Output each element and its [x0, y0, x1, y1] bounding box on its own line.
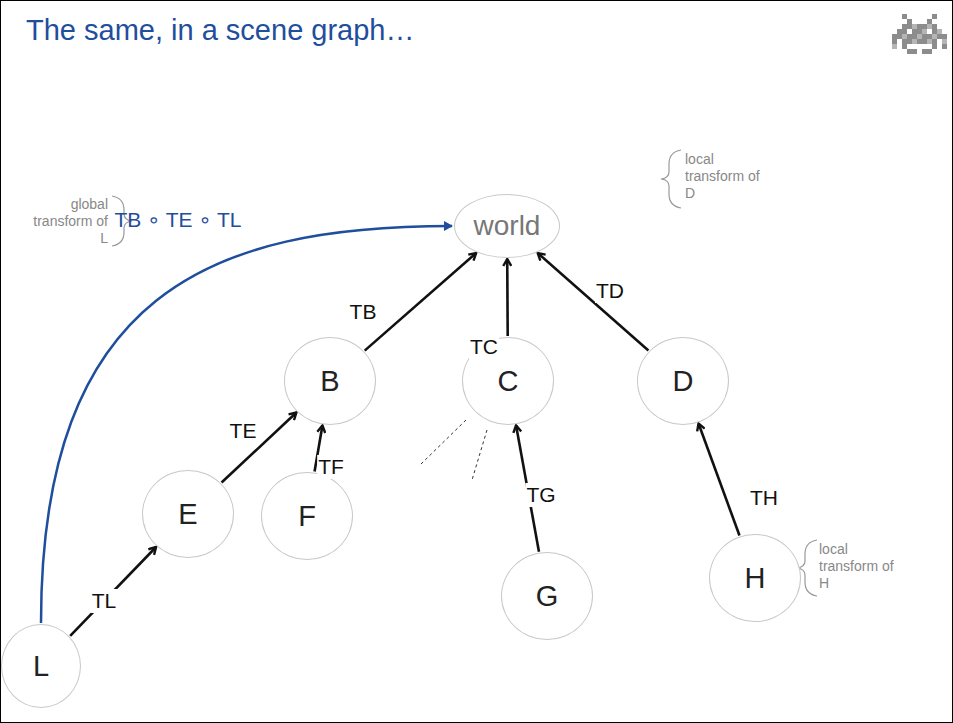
graph-node: B — [284, 337, 376, 425]
node-label: G — [536, 580, 559, 613]
graph-node: H — [709, 534, 801, 622]
node-label: B — [320, 365, 339, 398]
node-label: C — [498, 365, 519, 398]
graph-node: L — [1, 624, 81, 708]
transform-arrow — [70, 547, 156, 636]
transform-label: TE — [229, 419, 258, 443]
dotted-line — [472, 430, 487, 480]
node-label: F — [298, 500, 316, 533]
annotation: global transform of L — [30, 196, 108, 247]
transform-arrow — [365, 253, 476, 351]
transform-arrow — [222, 412, 297, 482]
transform-label: TC — [469, 335, 499, 359]
curly-brace — [661, 150, 681, 208]
node-label: D — [673, 365, 694, 398]
transform-label: TB ∘ TE ∘ TL — [113, 208, 242, 232]
transform-label: TL — [91, 589, 118, 613]
transform-label: TD — [595, 279, 625, 303]
transform-label: TG — [525, 483, 556, 507]
transform-label: TB — [349, 300, 378, 324]
dotted-line — [420, 420, 466, 465]
node-label: E — [178, 498, 197, 531]
graph-node: F — [261, 472, 353, 560]
node-label: H — [745, 562, 766, 595]
invader-icon — [892, 14, 947, 54]
graph-node: G — [501, 552, 593, 640]
transform-arrow — [538, 253, 649, 350]
node-label: world — [474, 210, 541, 242]
graph-node: world — [454, 194, 560, 258]
annotation: local transform of D — [685, 151, 765, 202]
transform-arrow — [699, 423, 740, 535]
global-transform-arrow — [41, 226, 452, 623]
graph-node: E — [142, 470, 234, 558]
transform-label: TH — [749, 486, 779, 510]
annotation: local transform of H — [819, 541, 899, 592]
slide-title: The same, in a scene graph… — [26, 14, 414, 47]
transform-label: TF — [317, 455, 345, 479]
graph-node: D — [637, 337, 729, 425]
node-label: L — [33, 650, 49, 683]
transform-arrow — [506, 259, 509, 336]
